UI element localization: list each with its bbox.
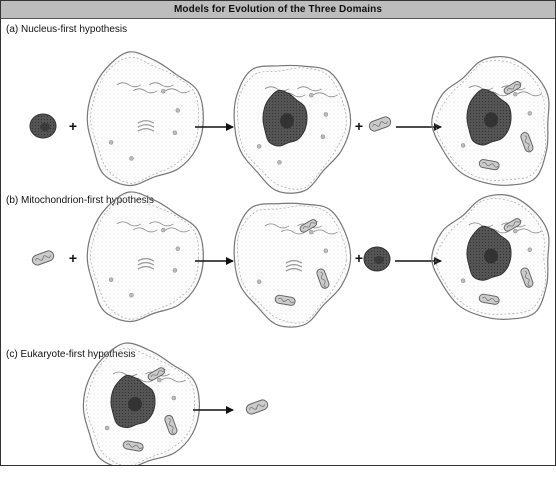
cell-prokaryote-host: [87, 52, 203, 186]
cell-with-mitochondria: [234, 203, 350, 327]
cell-with-nucleus: [234, 65, 350, 193]
diagram-layer: + + + +: [30, 52, 549, 465]
plus-sign: +: [355, 250, 363, 266]
free-nucleus-icon: [364, 247, 390, 271]
plus-sign: +: [69, 118, 77, 134]
plus-sign: +: [355, 118, 363, 134]
cell-eukaryote-b: [432, 195, 549, 320]
cell-eukaryote-c: [83, 343, 199, 465]
plus-sign: +: [69, 250, 77, 266]
mitochondrion-icon: [31, 250, 55, 267]
free-nucleus-icon: [30, 114, 56, 138]
mitochondrion-icon: [368, 116, 392, 133]
cell-eukaryote: [432, 57, 549, 186]
cell-prokaryote-host-b: [87, 192, 203, 322]
evolution-diagram: + + + +: [1, 1, 555, 465]
figure-frame: Models for Evolution of the Three Domain…: [0, 0, 556, 466]
mitochondrion-icon: [245, 399, 269, 416]
